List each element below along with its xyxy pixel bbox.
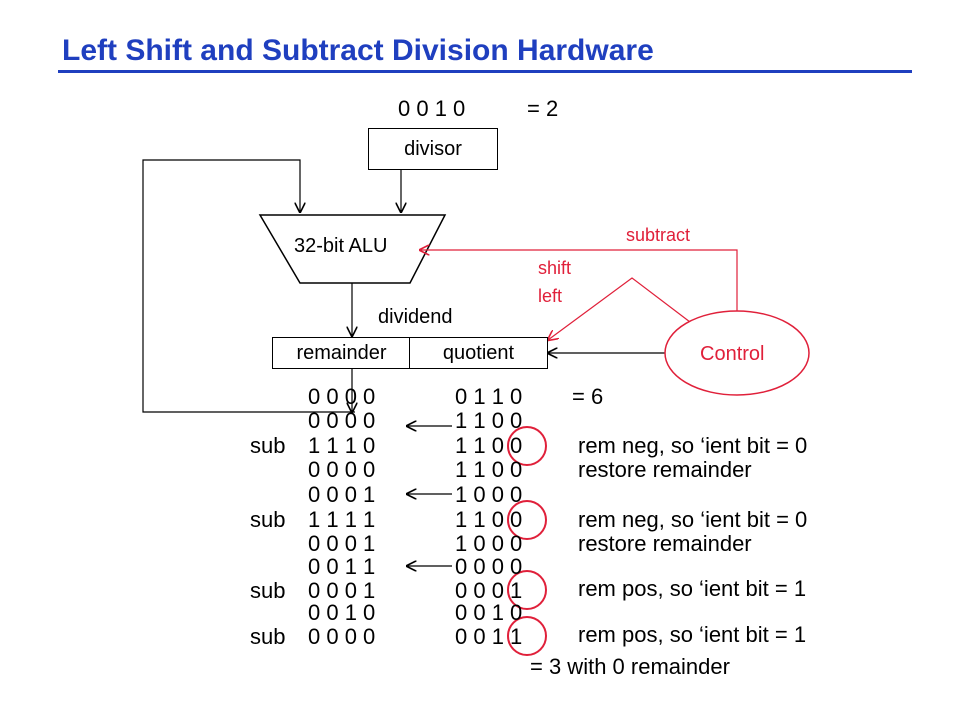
remainder-label: remainder bbox=[296, 341, 387, 364]
quotient-bit-circle bbox=[507, 500, 547, 540]
dividend-equals: = 6 bbox=[572, 384, 604, 409]
step-op: sub bbox=[250, 578, 286, 603]
step-rem: 1 1 1 0 bbox=[308, 433, 376, 458]
divisor-label: divisor bbox=[404, 137, 462, 160]
control-ellipse bbox=[664, 310, 810, 396]
step-rem: 0 0 1 1 bbox=[308, 554, 376, 579]
divisor-register: divisor bbox=[368, 128, 498, 170]
quotient-register: quotient bbox=[409, 337, 548, 369]
step-note: restore remainder bbox=[578, 457, 752, 482]
step-quo: 1 1 0 0 bbox=[455, 457, 523, 482]
step-rem: 0 0 0 1 bbox=[308, 531, 376, 556]
subtract-wire bbox=[420, 250, 738, 322]
step-rem: 0 0 0 1 bbox=[308, 578, 376, 603]
dividend-label: dividend bbox=[378, 306, 453, 328]
step-rem: 0 0 0 0 bbox=[308, 408, 376, 433]
step-quo: 1 1 0 0 bbox=[455, 408, 523, 433]
divisor-equals: = 2 bbox=[527, 96, 559, 121]
quotient-label: quotient bbox=[442, 341, 515, 364]
step-note: rem pos, so ‘ient bit = 1 bbox=[578, 576, 807, 601]
step-rem: 0 0 0 0 bbox=[308, 624, 376, 649]
step-note: restore remainder bbox=[578, 531, 752, 556]
step-note: rem neg, so ‘ient bit = 0 bbox=[578, 433, 808, 458]
step-op: sub bbox=[250, 624, 286, 649]
step-rem: 1 1 1 1 bbox=[308, 507, 376, 532]
step-quo: 0 0 0 0 bbox=[455, 554, 523, 579]
step-note: rem pos, so ‘ient bit = 1 bbox=[578, 622, 807, 647]
step-quo: 0 0 1 1 bbox=[455, 624, 523, 649]
step-op: sub bbox=[250, 433, 286, 458]
step-rem: 0 0 1 0 bbox=[308, 600, 376, 625]
step-quo: 0 0 0 1 bbox=[455, 578, 523, 603]
quotient-bit-circle bbox=[507, 570, 547, 610]
step-rem: 0 0 0 0 bbox=[308, 457, 376, 482]
slide-title: Left Shift and Subtract Division Hardwar… bbox=[62, 34, 654, 67]
shift-label: shift bbox=[538, 258, 572, 278]
alu-label: 32-bit ALU bbox=[294, 235, 388, 257]
step-note: rem neg, so ‘ient bit = 0 bbox=[578, 507, 808, 532]
control-label: Control bbox=[700, 343, 765, 365]
step-quo: 1 0 0 0 bbox=[455, 531, 523, 556]
shift-left-wire bbox=[548, 277, 691, 340]
step-quo: 0 0 1 0 bbox=[455, 600, 523, 625]
step-op: sub bbox=[250, 507, 286, 532]
remainder-register: remainder bbox=[272, 337, 411, 369]
subtract-label: subtract bbox=[626, 225, 691, 245]
step-rem: 0 0 0 1 bbox=[308, 482, 376, 507]
final-result: = 3 with 0 remainder bbox=[530, 654, 730, 679]
divisor-value: 0 0 1 0 bbox=[398, 96, 466, 121]
step-quo: 1 1 0 0 bbox=[455, 507, 523, 532]
alu-shape bbox=[258, 214, 447, 284]
step-quo: 1 0 0 0 bbox=[455, 482, 523, 507]
quotient-bit-circle bbox=[507, 426, 547, 466]
step-rem: 0 0 0 0 bbox=[308, 384, 376, 409]
step-quo: 1 1 0 0 bbox=[455, 433, 523, 458]
title-underline bbox=[58, 70, 912, 73]
quotient-bit-circle bbox=[507, 616, 547, 656]
step-quo: 0 1 1 0 bbox=[455, 384, 523, 409]
left-label: left bbox=[538, 286, 563, 306]
feedback-wire bbox=[142, 159, 355, 413]
